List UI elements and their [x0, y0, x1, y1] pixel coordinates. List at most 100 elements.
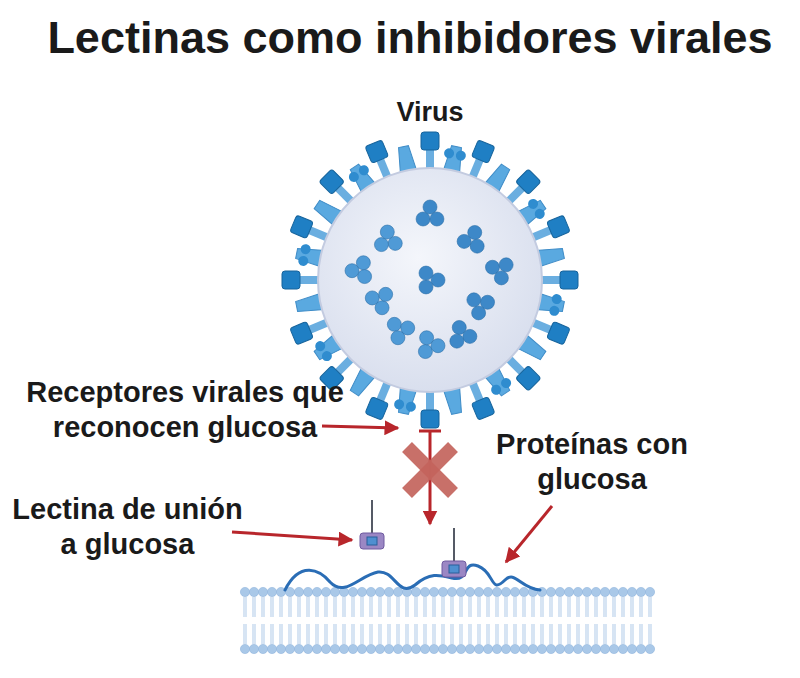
lipid-tail [585, 624, 586, 644]
capsid-protein [481, 295, 495, 309]
lipid-head [258, 587, 267, 596]
lipid-tail [531, 624, 532, 644]
spike-cap [365, 140, 389, 164]
lipid-tail [569, 624, 570, 644]
lipid-tail [522, 597, 523, 617]
lipid-tail [333, 624, 334, 644]
lipid-head [420, 587, 429, 596]
leader-arrow [506, 506, 552, 562]
lipid-tail [389, 624, 390, 644]
lectin-label: Lectina de unión a glucosa [5, 492, 250, 562]
spike-ball [548, 305, 560, 317]
lipid-tail [621, 597, 622, 617]
spike-ball [526, 197, 540, 211]
lipid-head [294, 644, 303, 653]
lipid-tail [587, 624, 588, 644]
lipid-tail [308, 597, 309, 617]
spike-ball [405, 401, 417, 413]
lipid-tail [560, 597, 561, 617]
lipid-tail [416, 597, 417, 617]
lipid-tail [261, 624, 262, 644]
lipid-head [240, 644, 249, 653]
lipid-tail [450, 624, 451, 644]
lipid-tail [504, 597, 505, 617]
lipid-tail [281, 597, 282, 617]
lipid-tail [515, 597, 516, 617]
lipid-tail [479, 597, 480, 617]
lipid-tail [477, 597, 478, 617]
spike-cap [290, 215, 314, 239]
lipid-head [582, 644, 591, 653]
lipid-tail [299, 624, 300, 644]
spike-cap [471, 140, 495, 164]
lectin-stalk [371, 500, 373, 534]
lipid-head [267, 644, 276, 653]
lipid-head [645, 644, 654, 653]
lipid-tail [405, 624, 406, 644]
spike-ball [551, 293, 563, 305]
lipid-head [321, 644, 330, 653]
lipid-tail [542, 597, 543, 617]
lipid-tail [281, 624, 282, 644]
lipid-head [303, 587, 312, 596]
lipid-tail [630, 597, 631, 617]
spike-ball [393, 398, 405, 410]
lipid-head [573, 587, 582, 596]
lipid-head [483, 587, 492, 596]
lipid-tail [414, 624, 415, 644]
lipid-head [627, 587, 636, 596]
protein-chain [285, 565, 540, 590]
title: Lectinas como inhibidores virales [20, 12, 800, 64]
lipid-tail [587, 597, 588, 617]
lipid-tail [371, 597, 372, 617]
spike-cap [421, 410, 439, 428]
lipid-head [555, 644, 564, 653]
lipid-tail [270, 597, 271, 617]
lipid-tail [371, 624, 372, 644]
lipid-tail [641, 624, 642, 644]
lipid-tail [317, 597, 318, 617]
lipid-tail [630, 624, 631, 644]
lipid-tail [531, 597, 532, 617]
lipid-head [636, 587, 645, 596]
lipid-head [483, 644, 492, 653]
lipid-tail [299, 597, 300, 617]
lipid-tail [387, 624, 388, 644]
lipid-head [411, 644, 420, 653]
lipid-head [312, 587, 321, 596]
lipid-tail [254, 624, 255, 644]
lipid-head [312, 644, 321, 653]
lipid-tail [549, 624, 550, 644]
spike-ball [499, 376, 513, 390]
lipid-head [465, 644, 474, 653]
lipid-head [303, 644, 312, 653]
lipid-tail [279, 597, 280, 617]
lipid-tail [407, 624, 408, 644]
spike-cap [560, 271, 578, 289]
lipid-tail [569, 597, 570, 617]
lipid-tail [614, 597, 615, 617]
capsid-protein [423, 200, 437, 214]
lipid-tail [272, 624, 273, 644]
lipid-tail [405, 597, 406, 617]
lectin-stalk [453, 528, 455, 562]
lipid-tail [576, 597, 577, 617]
lipid-tail [396, 597, 397, 617]
lipid-tail [270, 624, 271, 644]
lipid-tail [461, 624, 462, 644]
lipid-head [456, 587, 465, 596]
spike-cap [471, 397, 495, 421]
lipid-tail [623, 597, 624, 617]
lipid-tail [326, 597, 327, 617]
lipid-head [438, 587, 447, 596]
lipid-tail [245, 624, 246, 644]
lipid-head [285, 644, 294, 653]
lipid-tail [261, 597, 262, 617]
lipid-head [546, 644, 555, 653]
lipid-tail [369, 624, 370, 644]
lipid-head [609, 587, 618, 596]
lipid-head [627, 644, 636, 653]
lipid-head [258, 644, 267, 653]
lipid-head [294, 587, 303, 596]
lipid-tail [398, 597, 399, 617]
